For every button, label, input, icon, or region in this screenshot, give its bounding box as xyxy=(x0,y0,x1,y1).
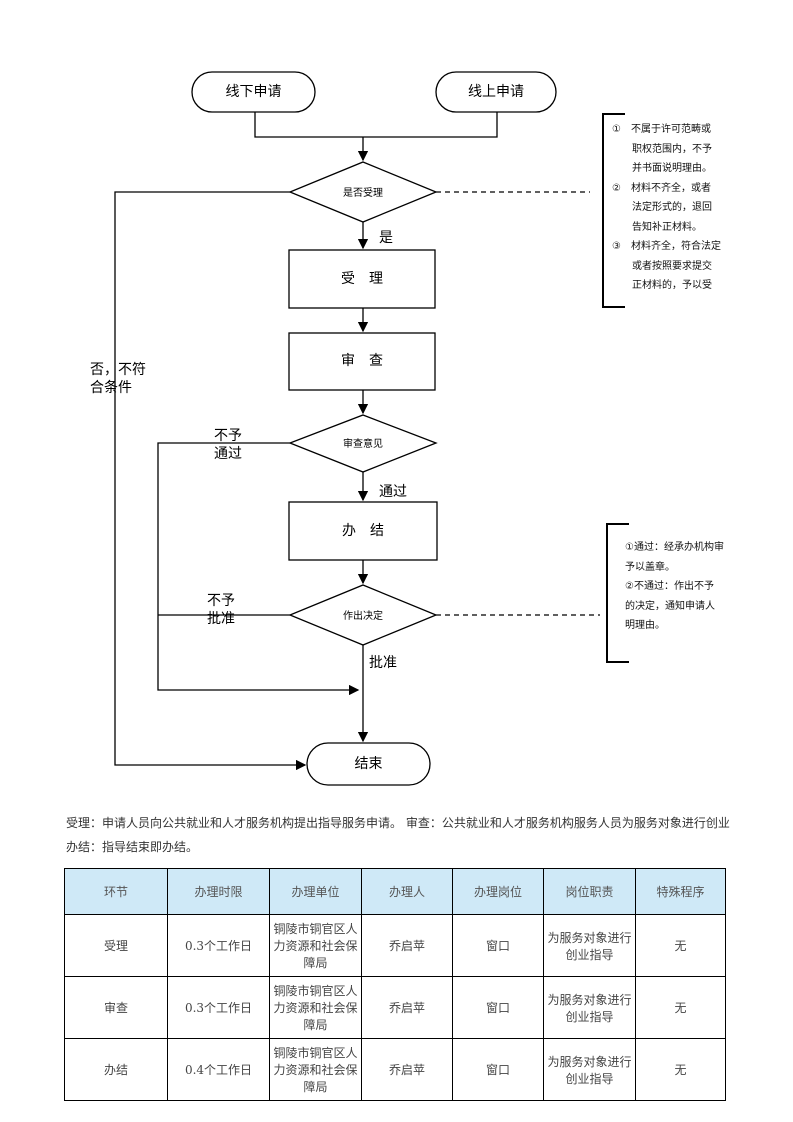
table-header: 环节办理时限办理单位办理人办理岗位岗位职责特殊程序 xyxy=(64,868,726,915)
cell: 为服务对象进行创业指导 xyxy=(543,914,636,977)
cell: 0.3个工作日 xyxy=(167,976,270,1039)
header-cell: 办理单位 xyxy=(269,868,362,915)
note-line: 或者按照要求提交 xyxy=(612,260,712,272)
cell: 铜陵市铜官区人力资源和社会保障局 xyxy=(269,976,362,1039)
header-cell: 办理岗位 xyxy=(452,868,544,915)
note-line: ①通过：经承办机构审 xyxy=(625,542,724,553)
review-question: 审查意见 xyxy=(343,439,383,450)
cell: 无 xyxy=(635,1038,726,1101)
cell: 乔启苹 xyxy=(361,1038,453,1101)
end-label: 结束 xyxy=(354,756,383,772)
decide-question: 作出决定 xyxy=(343,611,383,622)
cell: 0.4个工作日 xyxy=(167,1038,270,1101)
offline-label: 线下申请 xyxy=(225,84,282,100)
note-line: 正材料的，予以受 xyxy=(612,280,712,291)
note-line: 职权范围内，不予 xyxy=(612,143,712,155)
cell: 乔启苹 xyxy=(361,976,453,1039)
cell: 窗口 xyxy=(452,914,544,977)
decide-note: ①通过：经承办机构审予以盖章。 ②不通过：作出不予的决定，通知申请人明理由。 xyxy=(625,538,730,636)
cell: 窗口 xyxy=(452,1038,544,1101)
note-line: 予以盖章。 xyxy=(625,561,675,573)
cell: 铜陵市铜官区人力资源和社会保障局 xyxy=(269,1038,362,1101)
review-label: 审 查 xyxy=(341,353,383,369)
pass-label: 通过 xyxy=(379,484,407,500)
online-label: 线上申请 xyxy=(468,84,524,100)
cell: 为服务对象进行创业指导 xyxy=(543,1038,636,1101)
header-cell: 环节 xyxy=(64,868,168,915)
cell: 乔启苹 xyxy=(361,914,453,977)
cell: 铜陵市铜官区人力资源和社会保障局 xyxy=(269,914,362,977)
no-pass-label: 不予通过 xyxy=(214,428,242,462)
offline-node xyxy=(191,71,316,113)
yes-label: 是 xyxy=(379,230,393,246)
accept-note: ① 不属于许可范畴或 职权范围内，不予 并书面说明理由。 ② 材料不齐全，或者 法… xyxy=(612,120,730,296)
note-line: ① 不属于许可范畴或 xyxy=(612,124,711,135)
cell: 办结 xyxy=(64,1038,168,1101)
cell: 窗口 xyxy=(452,976,544,1039)
cell: 无 xyxy=(635,976,726,1039)
end-node xyxy=(306,742,431,786)
no-reject-label: 否，不符合条件 xyxy=(90,362,146,396)
header-cell: 办理时限 xyxy=(167,868,270,915)
no-approve-label: 不予批准 xyxy=(207,593,235,627)
cell: 受理 xyxy=(64,914,168,977)
cell: 为服务对象进行创业指导 xyxy=(543,976,636,1039)
cell: 无 xyxy=(635,914,726,977)
review-box xyxy=(288,332,436,391)
finish-label: 办 结 xyxy=(342,523,384,539)
header-cell: 岗位职责 xyxy=(543,868,636,915)
note-line: ②不通过：作出不予 xyxy=(625,581,714,592)
accept-label: 受 理 xyxy=(341,271,383,287)
note-line: 并书面说明理由。 xyxy=(612,163,712,174)
header-cell: 办理人 xyxy=(361,868,453,915)
accept-question: 是否受理 xyxy=(343,188,383,199)
note-line: 明理由。 xyxy=(625,620,665,631)
note-line: 法定形式的，退回 xyxy=(612,202,712,213)
accept-box xyxy=(288,249,436,309)
note-line: 告知补正材料。 xyxy=(612,221,702,233)
description-line: 受理：申请人员向公共就业和人才服务机构提出指导服务申请。 审查：公共就业和人才服… xyxy=(66,816,730,830)
cell: 0.3个工作日 xyxy=(167,914,270,977)
cell: 审查 xyxy=(64,976,168,1039)
online-node xyxy=(435,71,557,113)
note-line: ③ 材料齐全，符合法定 xyxy=(612,241,721,252)
header-cell: 特殊程序 xyxy=(635,868,726,915)
note-line: ② 材料不齐全，或者 xyxy=(612,182,711,194)
approve-label: 批准 xyxy=(369,655,397,671)
note-line: 的决定，通知申请人 xyxy=(625,600,715,612)
description-line: 办结：指导结束即办结。 xyxy=(66,840,199,854)
